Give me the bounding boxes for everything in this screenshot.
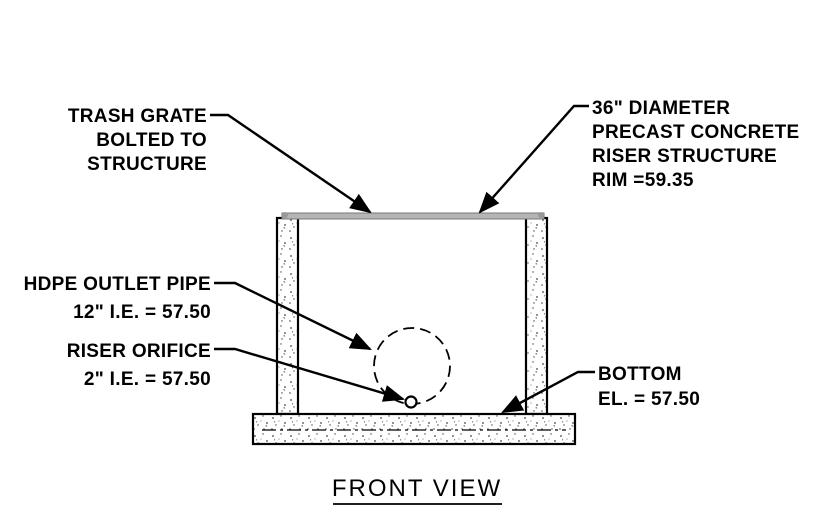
riser-orifice-label-1: RISER ORIFICE [67, 341, 211, 362]
riser-orifice-leader [214, 347, 406, 402]
riser-structure-label-3: RISER STRUCTURE [592, 146, 777, 167]
bottom-leader [501, 370, 595, 414]
base-slab [251, 412, 577, 446]
riser-structure-label-1: 36" DIAMETER [592, 98, 730, 119]
trash-grate-label-3: STRUCTURE [87, 154, 207, 175]
riser-rim-label: RIM =59.35 [592, 170, 694, 191]
grate-bolt-left [282, 212, 288, 218]
trash-grate [281, 212, 545, 220]
bottom-label-2: EL. = 57.50 [598, 389, 700, 410]
riser-structure-label-2: PRECAST CONCRETE [592, 122, 799, 143]
riser-orifice-circle [404, 395, 418, 409]
trash-grate-leader [210, 113, 372, 214]
outlet-pipe-label-1: HDPE OUTLET PIPE [24, 274, 211, 295]
trash-grate-label-2: BOLTED TO [96, 130, 207, 151]
view-title: FRONT VIEW [332, 475, 502, 502]
riser-orifice-label-2: 2" I.E. = 57.50 [84, 369, 211, 390]
outlet-pipe-label-2: 12" I.E. = 57.50 [73, 302, 211, 323]
riser-structure-leader [478, 104, 589, 214]
outlet-pipe-leader [214, 281, 372, 351]
grate-bolt-right [538, 212, 544, 218]
right-riser-wall [524, 216, 549, 416]
left-riser-wall [275, 216, 300, 416]
trash-grate-label-1: TRASH GRATE [68, 106, 207, 127]
bottom-label-1: BOTTOM [598, 364, 682, 385]
